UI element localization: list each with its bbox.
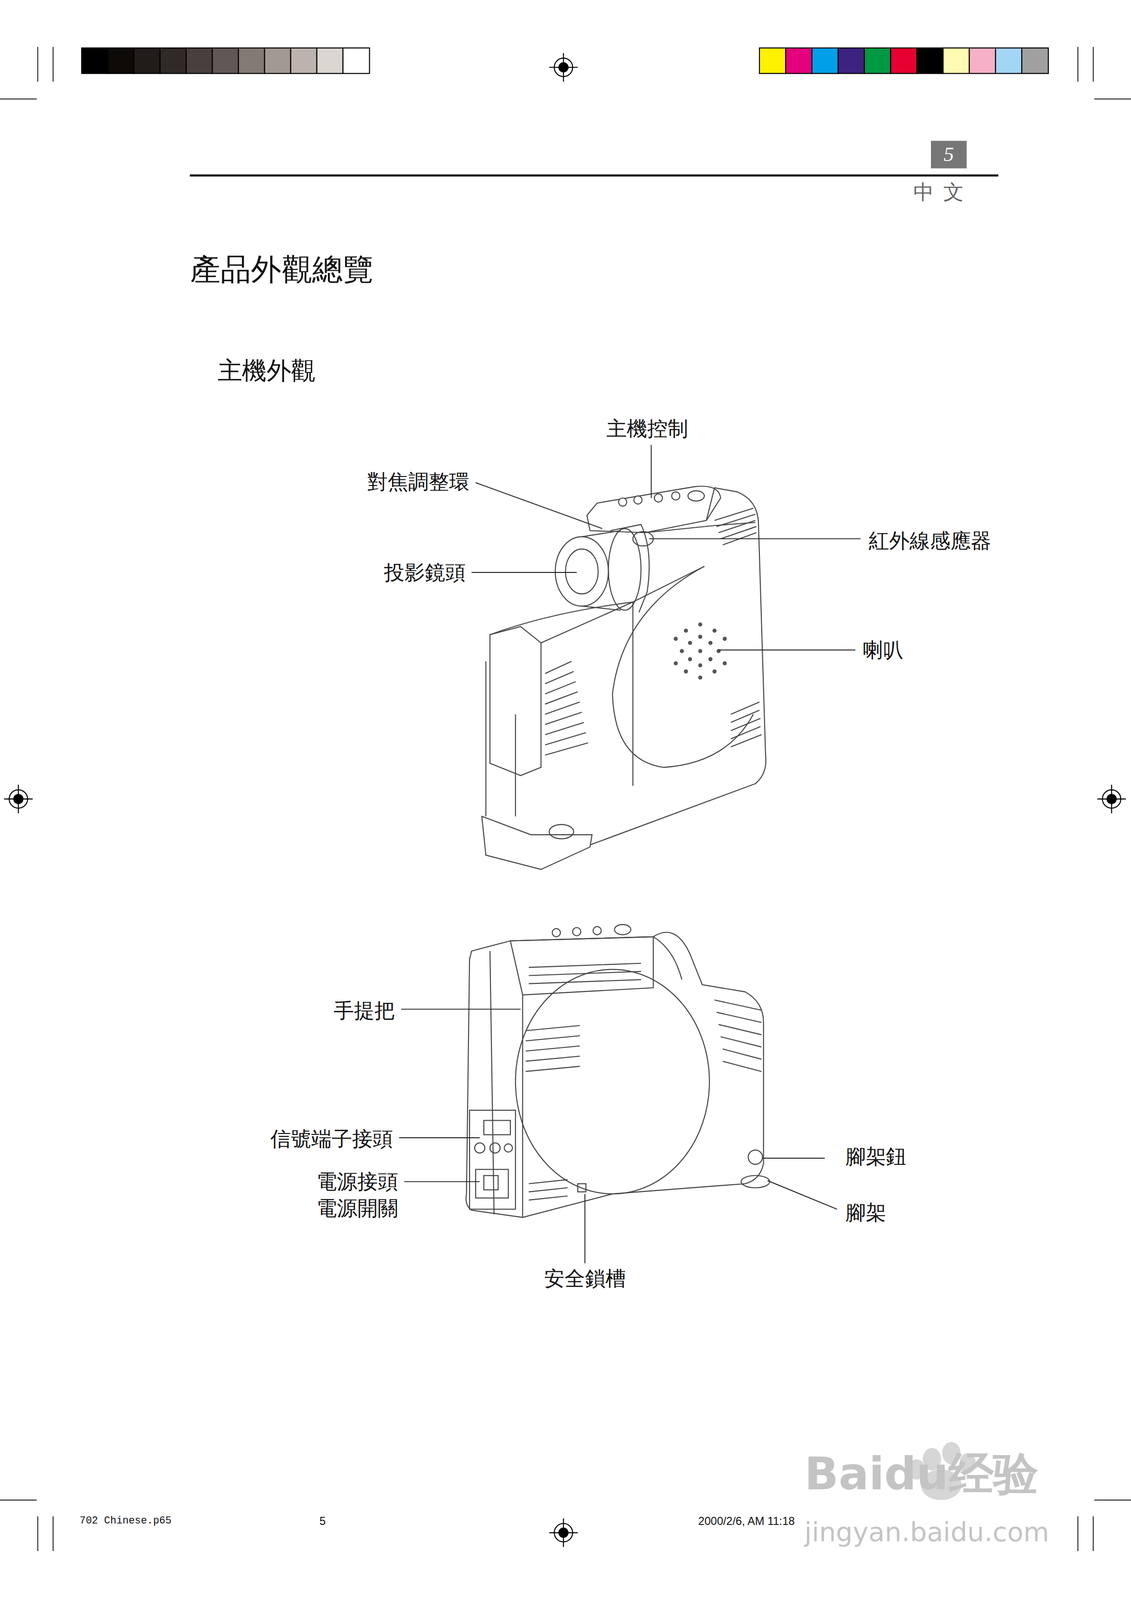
part-label: 主機控制 [606,416,689,441]
registration-marks [4,53,1127,1548]
projector-front-view [481,486,767,870]
gray-scale-bar [81,47,370,74]
crop-marks [0,47,1131,1552]
part-label: 腳架鈕 [845,1144,907,1170]
part-label: 安全鎖槽 [544,1266,626,1292]
footer-date: 2000/2/6, AM 11:18 [698,1515,795,1529]
part-label: 電源接頭 [316,1169,399,1195]
part-label: 腳架 [845,1200,887,1226]
part-label: 手提把 [333,998,395,1024]
header-rule [190,174,999,177]
part-label: 紅外線感應器 [868,528,992,554]
leader-lines [399,445,861,1265]
watermark: Baidu经验 [804,1447,1039,1502]
language-tab: 中 文 [913,179,966,205]
footer-file: 702 Chinese.p65 [79,1515,172,1529]
part-label: 信號端子接頭 [270,1126,393,1152]
part-label: 喇叭 [862,638,904,663]
color-bar [759,47,1049,74]
part-label: 電源開關 [316,1196,399,1221]
watermark-url: jingyan.baidu.com [804,1517,1050,1550]
part-label: 對焦調整環 [367,469,470,495]
section-heading: 主機外觀 [217,356,316,387]
page-number: 5 [943,142,954,167]
part-label: 投影鏡頭 [383,560,466,585]
page-title: 產品外觀總覽 [190,250,374,288]
projector-rear-view [466,924,770,1218]
footer-page: 5 [319,1515,326,1529]
page-number-box [930,140,967,169]
